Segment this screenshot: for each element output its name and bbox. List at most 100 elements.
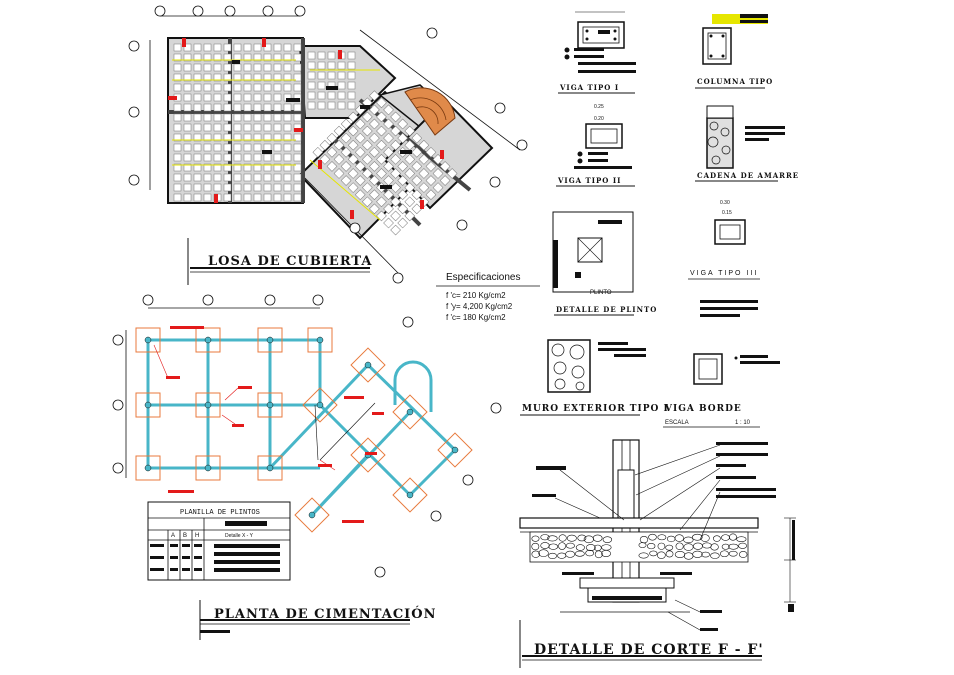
slab-cell <box>273 173 282 182</box>
footing-column <box>451 446 459 454</box>
gravel-stone <box>565 550 575 558</box>
slab-cell <box>223 193 232 202</box>
slab-cell <box>233 173 242 182</box>
slab-cell <box>404 182 416 193</box>
slab-cell <box>173 173 182 182</box>
gravel-stone <box>657 534 667 541</box>
slab-cell <box>439 175 451 186</box>
muro-exterior-detail: MURO EXTERIOR TIPO I <box>520 339 668 416</box>
slab-cell <box>347 91 356 100</box>
gravel-stone <box>738 542 747 549</box>
cadena-label: CADENA DE AMARRE <box>697 171 799 180</box>
planta-de-cimentacion-plan <box>112 294 502 578</box>
slab-cell <box>362 125 373 137</box>
slab-cell <box>327 101 336 110</box>
slab-cell <box>369 90 380 102</box>
footing-column <box>204 401 212 409</box>
slab-cell <box>233 113 242 122</box>
slab-cell <box>203 123 212 132</box>
slab-cell <box>223 183 232 192</box>
slab-cell <box>173 103 182 112</box>
slab-cell <box>233 73 242 82</box>
slab-cell <box>223 93 232 102</box>
gravel-stone <box>531 535 540 542</box>
slab-cell <box>354 189 366 201</box>
footing-square <box>294 497 330 533</box>
slab-cell <box>327 51 336 60</box>
slab-cell <box>203 53 212 62</box>
slab-cell <box>317 61 326 70</box>
slab-cell <box>173 133 182 142</box>
slab-cell <box>376 125 387 137</box>
slab-cell <box>411 146 423 158</box>
slab-cell <box>263 123 272 132</box>
slab-cell <box>369 203 380 215</box>
gravel-stone <box>647 542 656 550</box>
slab-cell <box>411 132 423 144</box>
slab-cell <box>203 183 212 192</box>
viga-1-label: VIGA TIPO I <box>559 83 619 92</box>
slab-cell <box>243 113 252 122</box>
slab-wing-cells <box>312 90 458 236</box>
slab-cell <box>390 182 401 193</box>
slab-cell <box>243 183 252 192</box>
columna-tipo-detail: COLUMNA TIPO <box>695 14 772 89</box>
gravel-stone <box>728 543 739 550</box>
slab-cell <box>203 43 212 52</box>
slab-cell <box>283 43 292 52</box>
footing-squares <box>135 327 473 533</box>
slab-cell <box>183 163 192 172</box>
gravel-stone <box>701 551 710 558</box>
gravel-stone <box>577 534 587 542</box>
slab-cell <box>263 163 272 172</box>
slab-cell <box>193 143 202 152</box>
viga-2-label: VIGA TIPO II <box>557 176 621 185</box>
slab-cell <box>263 53 272 62</box>
slab-cell <box>383 146 394 158</box>
gravel-stone <box>674 551 686 558</box>
footing-square <box>307 327 333 353</box>
slab-cell <box>362 196 373 208</box>
slab-cell <box>243 163 252 172</box>
slab-cell <box>193 113 202 122</box>
slab-cell <box>383 217 394 229</box>
slab-cell <box>362 154 373 165</box>
slab-cell <box>253 93 262 102</box>
slab-cell <box>243 143 252 152</box>
slab-cell <box>263 73 272 82</box>
gravel-stone <box>638 542 647 548</box>
gravel-stone <box>594 550 603 559</box>
footing-square <box>350 347 386 383</box>
slab-cell <box>293 163 302 172</box>
slab-cell <box>354 132 366 144</box>
specs-heading: Especificaciones <box>446 272 520 283</box>
footing-column <box>266 401 274 409</box>
footing-square <box>437 432 473 468</box>
slab-cell <box>397 189 408 201</box>
gravel-stone <box>540 534 550 541</box>
viga-borde-detail: VIGA BORDE ESCALA 1 : 10 <box>663 353 780 428</box>
gravel-stone <box>585 544 596 552</box>
slab-cell <box>203 73 212 82</box>
gravel-stone <box>601 549 611 557</box>
viga-tipo-2-detail: 0.25 0.20 VIGA TIPO II <box>556 104 635 187</box>
footing-column <box>144 464 152 472</box>
slab-cell <box>233 143 242 152</box>
slab-cell <box>383 161 394 172</box>
slab-cell <box>404 154 416 165</box>
slab-cell <box>340 175 352 186</box>
slab-cell <box>203 153 212 162</box>
planilla-col-a: A <box>171 533 175 539</box>
slab-cell <box>317 91 326 100</box>
gravel-stone <box>558 542 566 550</box>
slab-cell <box>390 111 401 123</box>
slab-cell <box>253 133 262 142</box>
slab-cell <box>223 123 232 132</box>
slab-cell <box>233 103 242 112</box>
slab-cell <box>347 111 359 123</box>
slab-cell <box>307 81 316 90</box>
slab-cell <box>233 193 242 202</box>
slab-cell <box>347 125 359 137</box>
slab-cell <box>193 163 202 172</box>
slab-cell <box>173 163 182 172</box>
